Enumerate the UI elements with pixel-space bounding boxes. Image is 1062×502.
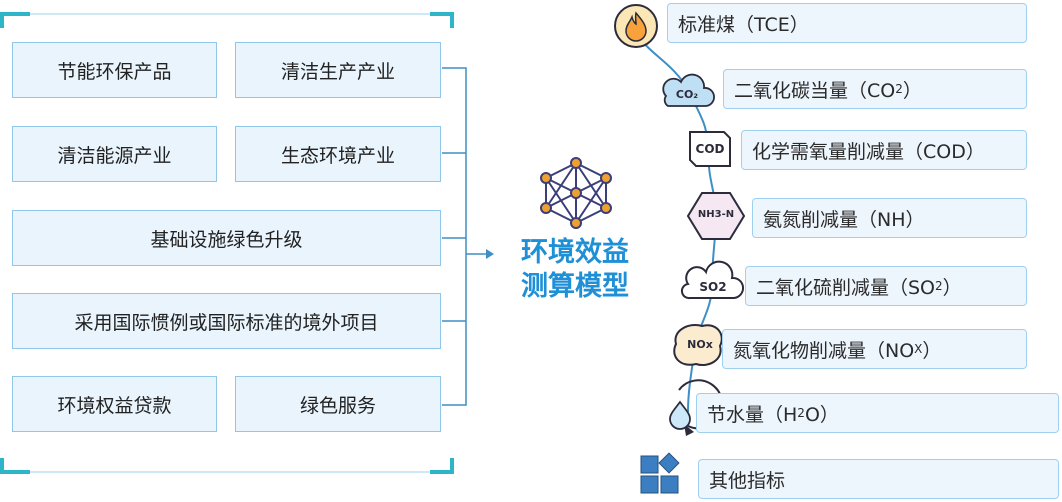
blocks-icon [640, 452, 680, 494]
cod-badge-icon [689, 131, 731, 167]
nh3n-hexagon-icon [686, 192, 746, 240]
category-label: 基础设施绿色升级 [150, 228, 303, 251]
indicator-box: 化学需氧量削减量（COD） [741, 130, 1027, 170]
arrow-head-icon [486, 249, 494, 259]
category-box: 环境权益贷款 [12, 376, 217, 432]
category-label: 节能环保产品 [57, 60, 172, 83]
category-box: 节能环保产品 [12, 42, 217, 98]
flame-icon [614, 4, 658, 48]
nox-blob-icon [673, 324, 723, 366]
category-label: 绿色服务 [299, 394, 376, 417]
indicator-label-tail: ） [942, 276, 962, 299]
indicator-label: 化学需氧量削减量（COD） [752, 140, 985, 163]
indicator-label: 节水量（H [707, 403, 798, 426]
category-box: 绿色服务 [235, 376, 441, 432]
indicator-label-tail: O） [804, 403, 839, 426]
indicator-label-tail: ） [922, 339, 942, 362]
model-title-line1: 环境效益 [521, 237, 629, 268]
category-bracket [442, 67, 486, 406]
cloud-so2-icon [680, 260, 744, 300]
nh3n-icon-label: NH3-N [697, 209, 735, 220]
category-box: 采用国际惯例或国际标准的境外项目 [12, 293, 441, 349]
category-label: 清洁生产产业 [280, 60, 395, 83]
indicator-subscript: 2 [935, 279, 943, 293]
indicator-subscript: 2 [895, 82, 903, 96]
category-box: 生态环境产业 [235, 126, 441, 182]
model-title-line2: 测算模型 [521, 271, 629, 302]
co2-icon-label: CO₂ [675, 88, 699, 101]
water-drop-icon [669, 400, 691, 430]
indicator-label: 标准煤（TCE） [678, 13, 809, 36]
category-label: 清洁能源产业 [57, 144, 172, 167]
model-title: 环境效益 测算模型 [505, 236, 645, 304]
category-box: 清洁能源产业 [12, 126, 217, 182]
category-box: 清洁生产产业 [235, 42, 441, 98]
category-label: 生态环境产业 [280, 144, 395, 167]
cod-icon-label: COD [695, 142, 725, 156]
indicator-subscript: X [914, 342, 923, 356]
category-box: 基础设施绿色升级 [12, 210, 441, 266]
cloud-co2-icon [662, 73, 715, 107]
category-label: 采用国际惯例或国际标准的境外项目 [74, 311, 379, 334]
indicator-label: 其他指标 [709, 469, 786, 492]
indicator-label: 氨氮削减量（NH） [763, 208, 925, 231]
indicator-subscript: 2 [797, 406, 805, 420]
frame-brackets [0, 12, 454, 474]
so2-icon-label: SO2 [699, 280, 727, 294]
indicator-label: 氮氧化物削减量（NO [733, 339, 915, 362]
category-label: 环境权益贷款 [57, 394, 172, 417]
indicator-label: 二氧化碳当量（CO [734, 79, 896, 102]
nox-icon-label: NOx [687, 338, 713, 351]
indicator-box: 标准煤（TCE） [667, 3, 1027, 43]
indicator-label: 二氧化硫削减量（SO [756, 276, 936, 299]
indicator-box: 氨氮削减量（NH） [752, 198, 1027, 238]
indicator-box: 其他指标 [698, 459, 1059, 499]
indicator-label-tail: ） [902, 79, 922, 102]
